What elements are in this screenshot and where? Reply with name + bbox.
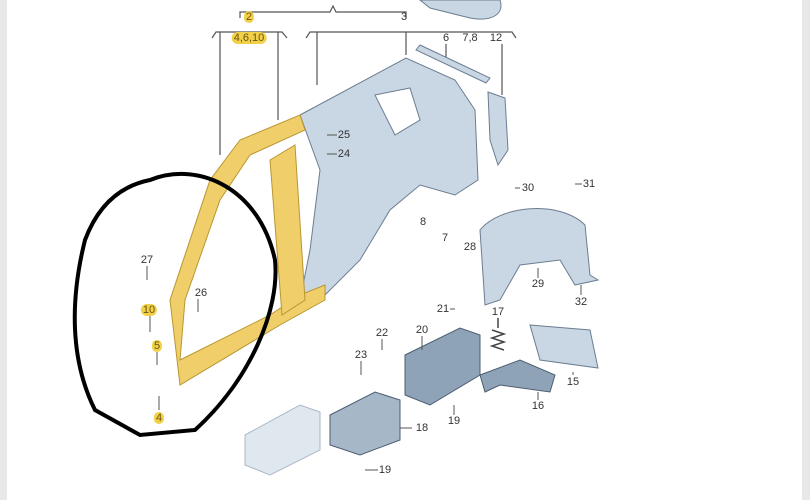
callout-16: 16	[531, 400, 545, 412]
right-border	[802, 0, 810, 500]
callout-23: 23	[354, 349, 368, 361]
callout-28: 28	[463, 241, 477, 253]
callout-21: 21	[436, 303, 450, 315]
heat-shield-15	[529, 324, 599, 369]
roof-strip	[415, 44, 491, 84]
callout-8: 8	[419, 216, 427, 228]
callout-19-upper: 19	[447, 415, 461, 427]
callout-15: 15	[566, 376, 580, 388]
callout-18: 18	[415, 422, 429, 434]
callout-32: 32	[574, 296, 588, 308]
bracket-16	[479, 359, 556, 393]
callout-22: 22	[375, 327, 389, 339]
callout-12: 12	[489, 32, 503, 44]
bracket-2-3	[239, 4, 407, 18]
callout-7-8: 7,8	[462, 32, 478, 44]
callout-3: 3	[400, 11, 408, 23]
left-border	[0, 0, 7, 500]
fuel-door-housing-20	[404, 327, 481, 406]
top-car-fragment	[419, 0, 502, 20]
callout-7: 7	[441, 232, 449, 244]
callout-17: 17	[491, 306, 505, 318]
callout-31: 31	[582, 178, 596, 190]
rear-bracket-12	[487, 91, 509, 167]
callout-26: 26	[194, 287, 208, 299]
callout-29: 29	[531, 278, 545, 290]
side-frame-yellow	[169, 114, 326, 386]
callout-27: 27	[140, 254, 154, 266]
callout-24: 24	[337, 148, 351, 160]
b-pillar-yellow	[269, 144, 306, 316]
fuel-cap-ghost	[244, 404, 321, 476]
callout-2: 2	[243, 11, 255, 23]
quarter-window	[374, 87, 421, 136]
wheel-arch-liner	[479, 208, 600, 306]
callout-30: 30	[521, 182, 535, 194]
callout-25: 25	[337, 129, 351, 141]
callout-4-6-10: 4,6,10	[231, 32, 267, 44]
callout-19-lower: 19	[378, 464, 392, 476]
rear-quarter-panel	[299, 57, 479, 301]
callout-4: 4	[153, 412, 165, 424]
leader-lines	[146, 134, 582, 471]
bracket-3	[305, 31, 517, 95]
spring-17	[489, 318, 507, 351]
callout-5: 5	[151, 340, 163, 352]
callout-20: 20	[415, 324, 429, 336]
fuel-flap-18	[329, 391, 401, 456]
callout-10: 10	[140, 304, 158, 316]
callout-6: 6	[442, 32, 450, 44]
hand-drawn-circle	[72, 171, 278, 438]
